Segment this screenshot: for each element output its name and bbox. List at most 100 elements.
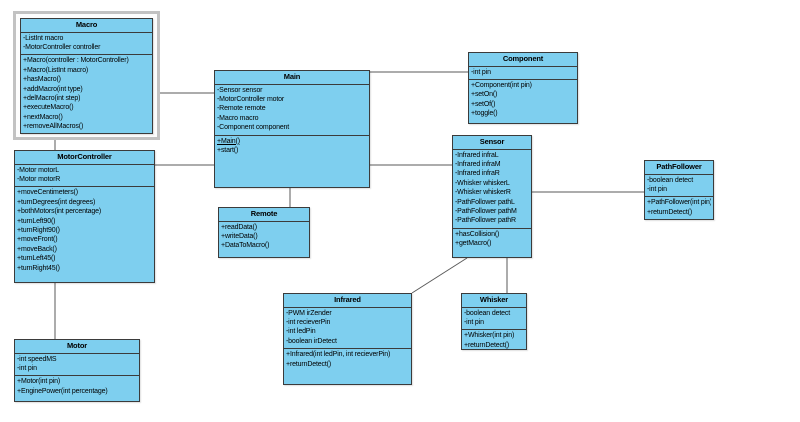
class-member: -Infrared infraR <box>455 170 500 178</box>
class-member: +hasMacro() <box>23 76 61 84</box>
class-motor[interactable]: Motor -int speedMS-int pin +Motor(int pi… <box>14 339 140 402</box>
class-member: +bothMotors(int percentage) <box>17 208 102 216</box>
class-member: -Sensor sensor <box>217 86 263 94</box>
class-member: -PathFollower pathM <box>455 207 517 215</box>
class-member: -int pin <box>471 68 491 76</box>
class-member: +returnDetect() <box>464 341 510 349</box>
class-member: +setOf() <box>471 100 496 108</box>
class-member: +PathFollower(int pin) <box>647 199 711 207</box>
class-title-remote: Remote <box>219 208 309 222</box>
class-member: +Macro(ListInt macro) <box>23 66 89 74</box>
class-remote[interactable]: Remote +readData()+writeData() +DataToMac… <box>218 207 310 258</box>
class-sensor[interactable]: Sensor -Infrared infraL-Infrared infraM-… <box>452 135 532 258</box>
class-attributes-motor: -int speedMS-int pin <box>15 354 139 377</box>
class-member: -int recieverPin <box>286 318 331 326</box>
connector-sensor-infrared[interactable] <box>411 257 468 294</box>
class-member: -int pin <box>17 364 37 372</box>
class-member: +setOn() <box>471 91 498 99</box>
class-member: +addMacro(int type) <box>23 85 83 93</box>
class-member: +hasCollision() <box>455 230 500 238</box>
class-title-macro: Macro <box>21 19 152 33</box>
class-infrared[interactable]: Infrared -PWM irZender-int recieverPin-i… <box>283 293 412 385</box>
class-member: +delMacro(int step) <box>23 94 81 102</box>
class-methods-main: +Main()+start() <box>215 136 369 158</box>
class-attributes-main: -Sensor sensor-MotorController motor-Rem… <box>215 85 369 136</box>
class-member: -Whisker whiskerL <box>455 179 510 187</box>
class-title-motor: Motor <box>15 340 139 354</box>
class-member: -int speedMS <box>17 355 57 363</box>
class-title-motorcontroller: MotorController <box>15 151 154 165</box>
class-main[interactable]: Main -Sensor sensor-MotorController moto… <box>214 70 370 188</box>
class-title-sensor: Sensor <box>453 136 531 150</box>
class-member: +removeAllMacros() <box>23 123 84 131</box>
class-attributes-sensor: -Infrared infraL-Infrared infraM -Infrare… <box>453 150 531 229</box>
class-attributes-infrared: -PWM irZender-int recieverPin-int ledPin… <box>284 308 411 350</box>
class-title-main: Main <box>215 71 369 85</box>
class-member: -boolean irDetect <box>286 337 337 345</box>
class-member: -int pin <box>647 185 667 193</box>
class-member: -Whisker whiskerR <box>455 189 511 197</box>
class-member: +moveBack() <box>17 245 57 253</box>
class-macro[interactable]: Macro -ListInt macro-MotorController con… <box>20 18 153 134</box>
class-attributes-component: -int pin <box>469 67 577 80</box>
class-member: +turnLeft45() <box>17 255 56 263</box>
class-member: +returnDetect() <box>286 360 332 368</box>
class-pathfollower[interactable]: PathFollower -boolean detect-int pin +Pa… <box>644 160 714 220</box>
class-member: -Macro macro <box>217 114 259 122</box>
class-methods-infrared: +Infrared(int ledPin, int recieverPin)+r… <box>284 349 411 371</box>
class-methods-whisker: +Whisker(int pin)+returnDetect() <box>462 330 526 349</box>
class-member: -Component component <box>217 124 290 132</box>
class-member: +writeData() <box>221 232 258 240</box>
class-member: +EnginePower(int percentage) <box>17 387 108 395</box>
class-member: +Macro(controller : MotorController) <box>23 57 129 65</box>
class-methods-sensor: +hasCollision() +getMacro() <box>453 229 531 251</box>
class-methods-motorcontroller: +moveCentimeters()+turnDegrees(int degre… <box>15 187 154 275</box>
class-member: +readData() <box>221 223 257 231</box>
class-member: +getMacro() <box>455 240 492 248</box>
class-member: +Whisker(int pin) <box>464 332 515 340</box>
class-component[interactable]: Component -int pin +Component(int pin)+s… <box>468 52 578 124</box>
class-member: +turnDegrees(int degrees) <box>17 198 96 206</box>
class-member: -Motor motorL <box>17 166 60 174</box>
class-member: +moveFront() <box>17 236 58 244</box>
class-member: +Main() <box>217 137 240 145</box>
class-member: -PathFollower pathL <box>455 198 515 206</box>
class-attributes-motorcontroller: -Motor motorL-Motor motorR <box>15 165 154 188</box>
class-methods-motor: +Motor(int pin)+EnginePower(int percenta… <box>15 376 139 398</box>
class-title-component: Component <box>469 53 577 67</box>
class-member: +turnRight90() <box>17 226 60 234</box>
class-member: +toggle() <box>471 110 498 118</box>
class-attributes-pathfollower: -boolean detect-int pin <box>645 175 713 198</box>
class-methods-component: +Component(int pin)+setOn()+setOf()+togg… <box>469 80 577 121</box>
class-attributes-macro: -ListInt macro-MotorController controlle… <box>21 33 152 56</box>
class-member: -Infrared infraL <box>455 151 499 159</box>
class-whisker[interactable]: Whisker -boolean detect-int pin +Whisker… <box>461 293 527 350</box>
class-member: +returnDetect() <box>647 208 693 216</box>
class-attributes-whisker: -boolean detect-int pin <box>462 308 526 331</box>
class-member: +executeMacro() <box>23 104 74 112</box>
class-methods-macro: +Macro(controller : MotorController)+Mac… <box>21 55 152 133</box>
class-motorcontroller[interactable]: MotorController -Motor motorL-Motor moto… <box>14 150 155 283</box>
class-member: -boolean detect <box>647 176 694 184</box>
class-methods-remote: +readData()+writeData() +DataToMacro() <box>219 222 309 253</box>
class-member: -int pin <box>464 318 484 326</box>
class-title-infrared: Infrared <box>284 294 411 308</box>
class-member: +DataToMacro() <box>221 242 270 250</box>
class-member: +start() <box>217 146 239 154</box>
class-member: +moveCentimeters() <box>17 189 78 197</box>
class-member: +turnLeft90() <box>17 217 56 225</box>
class-member: -ListInt macro <box>23 34 64 42</box>
class-member: +turnRight45() <box>17 264 60 272</box>
class-title-whisker: Whisker <box>462 294 526 308</box>
class-methods-pathfollower: +PathFollower(int pin)+returnDetect() <box>645 197 713 219</box>
class-member: -PathFollower pathR <box>455 217 516 225</box>
class-member: -MotorController controller <box>23 43 101 51</box>
class-member: -Remote remote <box>217 105 266 113</box>
class-title-pathfollower: PathFollower <box>645 161 713 175</box>
class-member: +Motor(int pin) <box>17 378 61 386</box>
class-member: -Infrared infraM <box>455 160 501 168</box>
class-member: +nextMacro() <box>23 113 63 121</box>
class-member: -PWM irZender <box>286 309 332 317</box>
